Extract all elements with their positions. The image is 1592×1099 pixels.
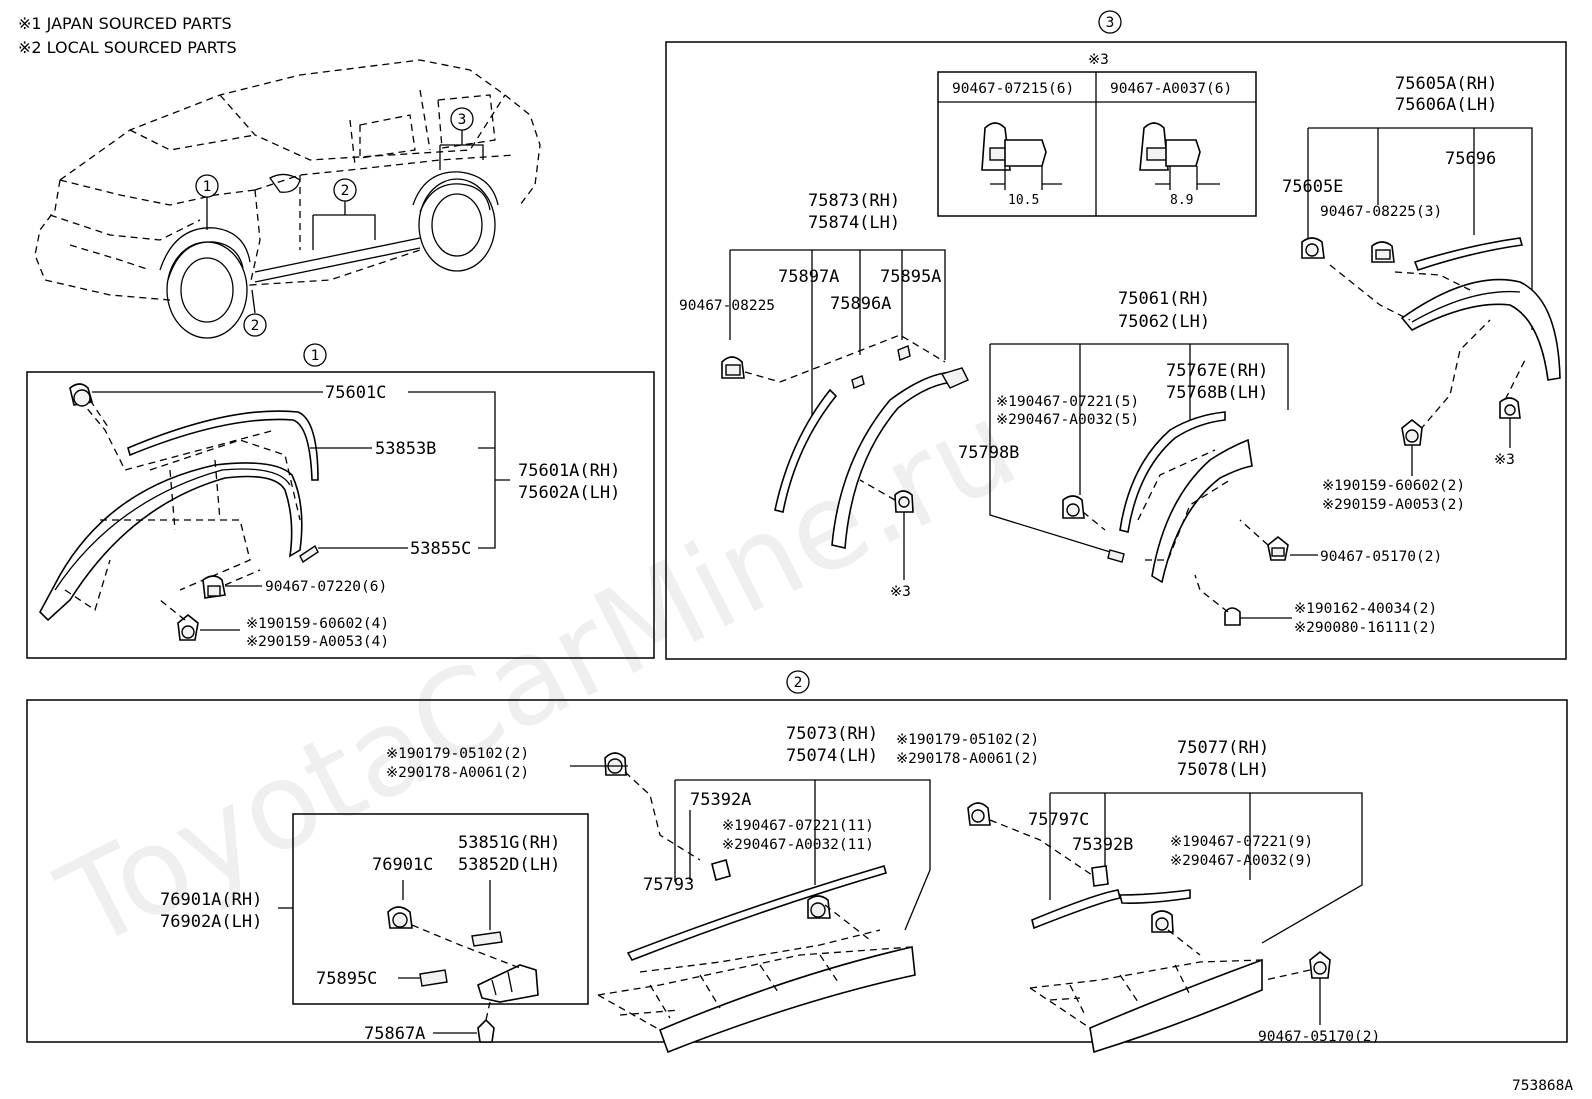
part-90178-A0061-b: ※290178-A0061(2) xyxy=(896,751,1039,767)
part-75798B: 75798B xyxy=(958,443,1019,463)
part-90467-07221-11: ※190467-07221(11) xyxy=(722,818,874,834)
part-75061: 75061(RH) xyxy=(1118,289,1210,309)
part-75767E: 75767E(RH) xyxy=(1166,361,1268,381)
part-76901A: 76901A(RH) xyxy=(160,890,262,910)
part-75602A: 75602A(LH) xyxy=(518,483,620,503)
part-75793: 75793 xyxy=(643,875,694,895)
part-75605A: 75605A(RH) xyxy=(1395,74,1497,94)
part-90467-07220: 90467-07220(6) xyxy=(265,579,387,595)
part-75077: 75077(RH) xyxy=(1177,738,1269,758)
part-90467-08225-a: 90467-08225 xyxy=(679,298,775,314)
part-90467-A0032-11: ※290467-A0032(11) xyxy=(722,837,874,853)
part-90467-07221-9: ※190467-07221(9) xyxy=(1170,834,1313,850)
part-90467-A0032-9: ※290467-A0032(9) xyxy=(1170,853,1313,869)
clip-dim-2: 8.9 xyxy=(1170,193,1193,208)
callout-2-vehicle-lower: 2 xyxy=(251,318,260,334)
part-75768B: 75768B(LH) xyxy=(1166,383,1268,403)
mark-3-right: ※3 xyxy=(1494,452,1515,468)
part-90178-A0061-a: ※290178-A0061(2) xyxy=(386,765,529,781)
callout-3-vehicle: 3 xyxy=(458,112,467,128)
part-90080-16111: ※290080-16111(2) xyxy=(1294,620,1437,636)
section3-callout: 3 xyxy=(1106,15,1115,31)
part-75696: 75696 xyxy=(1445,149,1496,169)
part-75078: 75078(LH) xyxy=(1177,760,1269,780)
section2-subframe xyxy=(292,813,589,1005)
section3-left-group xyxy=(721,249,969,580)
note-japan-sourced: ※1 JAPAN SOURCED PARTS xyxy=(18,14,232,33)
part-53851G: 53851G(RH) xyxy=(458,833,560,853)
section2-middle-group xyxy=(570,752,931,1054)
part-90159-60602-s3: ※190159-60602(2) xyxy=(1322,478,1465,494)
part-90159-60602: ※190159-60602(4) xyxy=(246,616,389,632)
part-75874: 75874(LH) xyxy=(808,213,900,233)
section2-frame xyxy=(26,699,1568,1043)
part-75897A: 75897A xyxy=(778,267,839,287)
callout-1-vehicle: 1 xyxy=(203,179,212,195)
part-76902A: 76902A(LH) xyxy=(160,912,262,932)
section1-callout: 1 xyxy=(311,348,320,364)
part-90467-05170-s2: 90467-05170(2) xyxy=(1258,1029,1380,1045)
part-75601C: 75601C xyxy=(325,383,386,403)
part-75601A: 75601A(RH) xyxy=(518,461,620,481)
part-75797C: 75797C xyxy=(1028,810,1089,830)
note-local-sourced: ※2 LOCAL SOURCED PARTS xyxy=(18,38,237,57)
part-53855C: 53855C xyxy=(410,539,471,559)
vehicle-overview xyxy=(34,59,541,339)
part-90179-05102-b: ※190179-05102(2) xyxy=(896,732,1039,748)
section2-callout: 2 xyxy=(794,675,803,691)
part-76901C: 76901C xyxy=(372,855,433,875)
part-90159-A0053-s3: ※290159-A0053(2) xyxy=(1322,497,1465,513)
section3-middle-group xyxy=(989,343,1318,626)
section2-left-group xyxy=(278,880,539,1043)
section1-parts xyxy=(39,383,510,641)
part-75867A: 75867A xyxy=(364,1024,425,1044)
clip-table-col2: 90467-A0037(6) xyxy=(1110,81,1232,97)
part-75606A: 75606A(LH) xyxy=(1395,95,1497,115)
part-90467-07221-5: ※190467-07221(5) xyxy=(996,394,1139,410)
section3-frame xyxy=(665,41,1567,660)
mark-3-left: ※3 xyxy=(890,584,911,600)
callout-2-vehicle: 2 xyxy=(341,183,350,199)
part-75895A: 75895A xyxy=(880,267,941,287)
diagram-id: 753868A xyxy=(1512,1078,1573,1094)
clip-table xyxy=(937,71,1257,217)
part-75873: 75873(RH) xyxy=(808,191,900,211)
part-90467-A0032-5: ※290467-A0032(5) xyxy=(996,412,1139,428)
section1-frame xyxy=(26,371,655,659)
part-90159-A0053: ※290159-A0053(4) xyxy=(246,634,389,650)
part-90179-05102-a: ※190179-05102(2) xyxy=(386,746,529,762)
part-75073: 75073(RH) xyxy=(786,724,878,744)
clip-dim-1: 10.5 xyxy=(1008,193,1039,208)
part-75074: 75074(LH) xyxy=(786,746,878,766)
part-75392B: 75392B xyxy=(1072,835,1133,855)
part-53853B: 53853B xyxy=(375,439,436,459)
part-75605E: 75605E xyxy=(1282,177,1343,197)
clip-table-col1: 90467-07215(6) xyxy=(952,81,1074,97)
part-75896A: 75896A xyxy=(830,294,891,314)
part-75062: 75062(LH) xyxy=(1118,312,1210,332)
clip-table-mark: ※3 xyxy=(1088,52,1109,68)
part-75392A: 75392A xyxy=(690,790,751,810)
section2-right-group xyxy=(967,792,1363,1054)
part-90467-05170-s3: 90467-05170(2) xyxy=(1320,549,1442,565)
part-90162-40034: ※190162-40034(2) xyxy=(1294,601,1437,617)
part-90467-08225-b: 90467-08225(3) xyxy=(1320,204,1442,220)
part-53852D: 53852D(LH) xyxy=(458,855,560,875)
part-75895C: 75895C xyxy=(316,969,377,989)
section3-right-group xyxy=(1301,127,1561,476)
